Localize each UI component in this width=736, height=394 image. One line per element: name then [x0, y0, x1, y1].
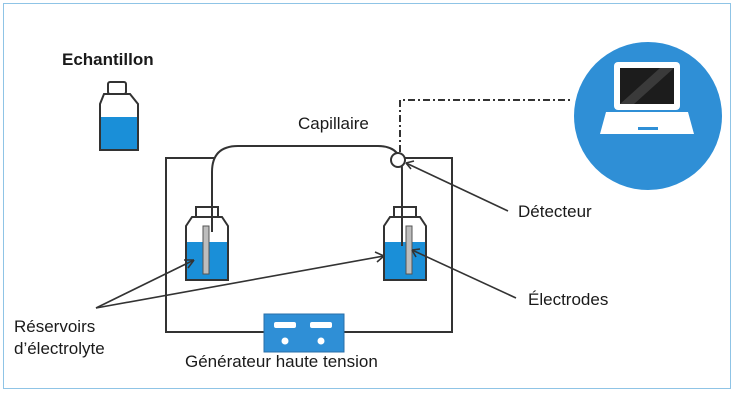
reservoir-arrow-right	[95, 255, 385, 309]
electrodes-label: Électrodes	[528, 290, 609, 309]
reservoir-right	[383, 206, 427, 281]
detector-icon	[390, 152, 406, 168]
generator-label: Générateur haute tension	[185, 352, 378, 371]
reservoirs-label: Réservoirs d’électrolyte	[14, 316, 144, 360]
sample-label: Echantillon	[62, 50, 154, 69]
signal-line	[399, 99, 572, 152]
detector-arrow	[405, 162, 509, 212]
reservoir-arrow-left	[95, 259, 195, 309]
generator-power-supply-icon	[263, 313, 345, 353]
capillary-label: Capillaire	[298, 114, 369, 133]
annotation-arrows	[95, 160, 517, 309]
detector-label: Détecteur	[518, 202, 592, 221]
reservoirs-label-line2: d’électrolyte	[14, 339, 105, 358]
electrodes-arrow	[411, 249, 517, 299]
diagram-frame	[3, 3, 731, 389]
capillary-tube	[211, 145, 403, 246]
reservoirs-label-line1: Réservoirs	[14, 317, 96, 336]
reservoir-left	[185, 206, 229, 281]
computer-laptop-icon	[574, 42, 722, 190]
sample-vial-icon	[99, 81, 139, 151]
